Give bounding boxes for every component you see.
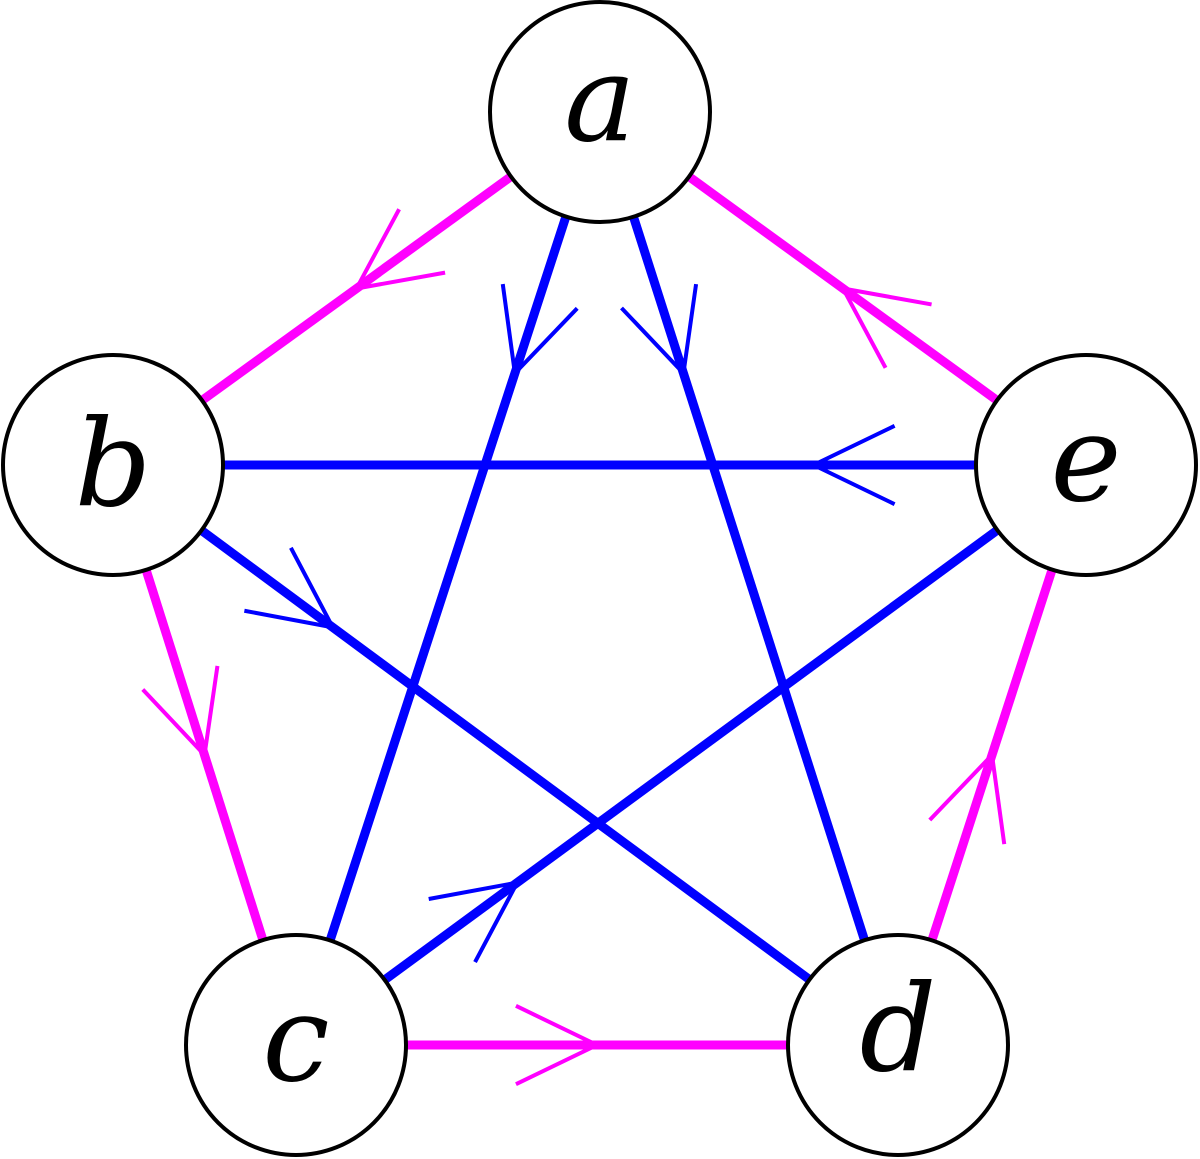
- node-a-circle: [488, 0, 712, 224]
- node-b-circle: [1, 353, 225, 577]
- node-c-label: c: [262, 971, 329, 1110]
- node-a-label: a: [564, 31, 636, 170]
- edge-e-b-arrow: [808, 424, 896, 506]
- edge-a-c-line: [324, 211, 572, 946]
- edge-a-d-line: [627, 211, 871, 946]
- node-a: a: [488, 0, 712, 224]
- edges-layer: [140, 170, 1058, 1086]
- edge-a-c-arrow: [500, 283, 579, 378]
- edge-a-b-arrow: [352, 208, 446, 292]
- node-e-label: e: [1050, 391, 1121, 530]
- node-b-label: b: [75, 396, 152, 535]
- node-d: d: [786, 933, 1010, 1157]
- node-c-circle: [184, 933, 408, 1157]
- node-d-label: d: [860, 961, 937, 1100]
- node-e-circle: [974, 353, 1198, 577]
- edge-c-e-arrow: [428, 879, 521, 964]
- node-c: c: [184, 933, 408, 1157]
- node-b: b: [1, 353, 225, 577]
- edge-d-e-arrow: [928, 750, 1007, 845]
- edge-b-c-arrow: [141, 665, 220, 760]
- edge-a-d-arrow: [620, 283, 699, 378]
- edge-e-a-arrow: [839, 285, 932, 369]
- edge-b-d-line: [195, 524, 816, 986]
- edge-c-e-line: [378, 524, 1004, 986]
- node-d-circle: [786, 933, 1010, 1157]
- edge-b-d-arrow: [243, 546, 337, 631]
- node-e: e: [974, 353, 1198, 577]
- edge-c-d-arrow: [515, 1004, 602, 1086]
